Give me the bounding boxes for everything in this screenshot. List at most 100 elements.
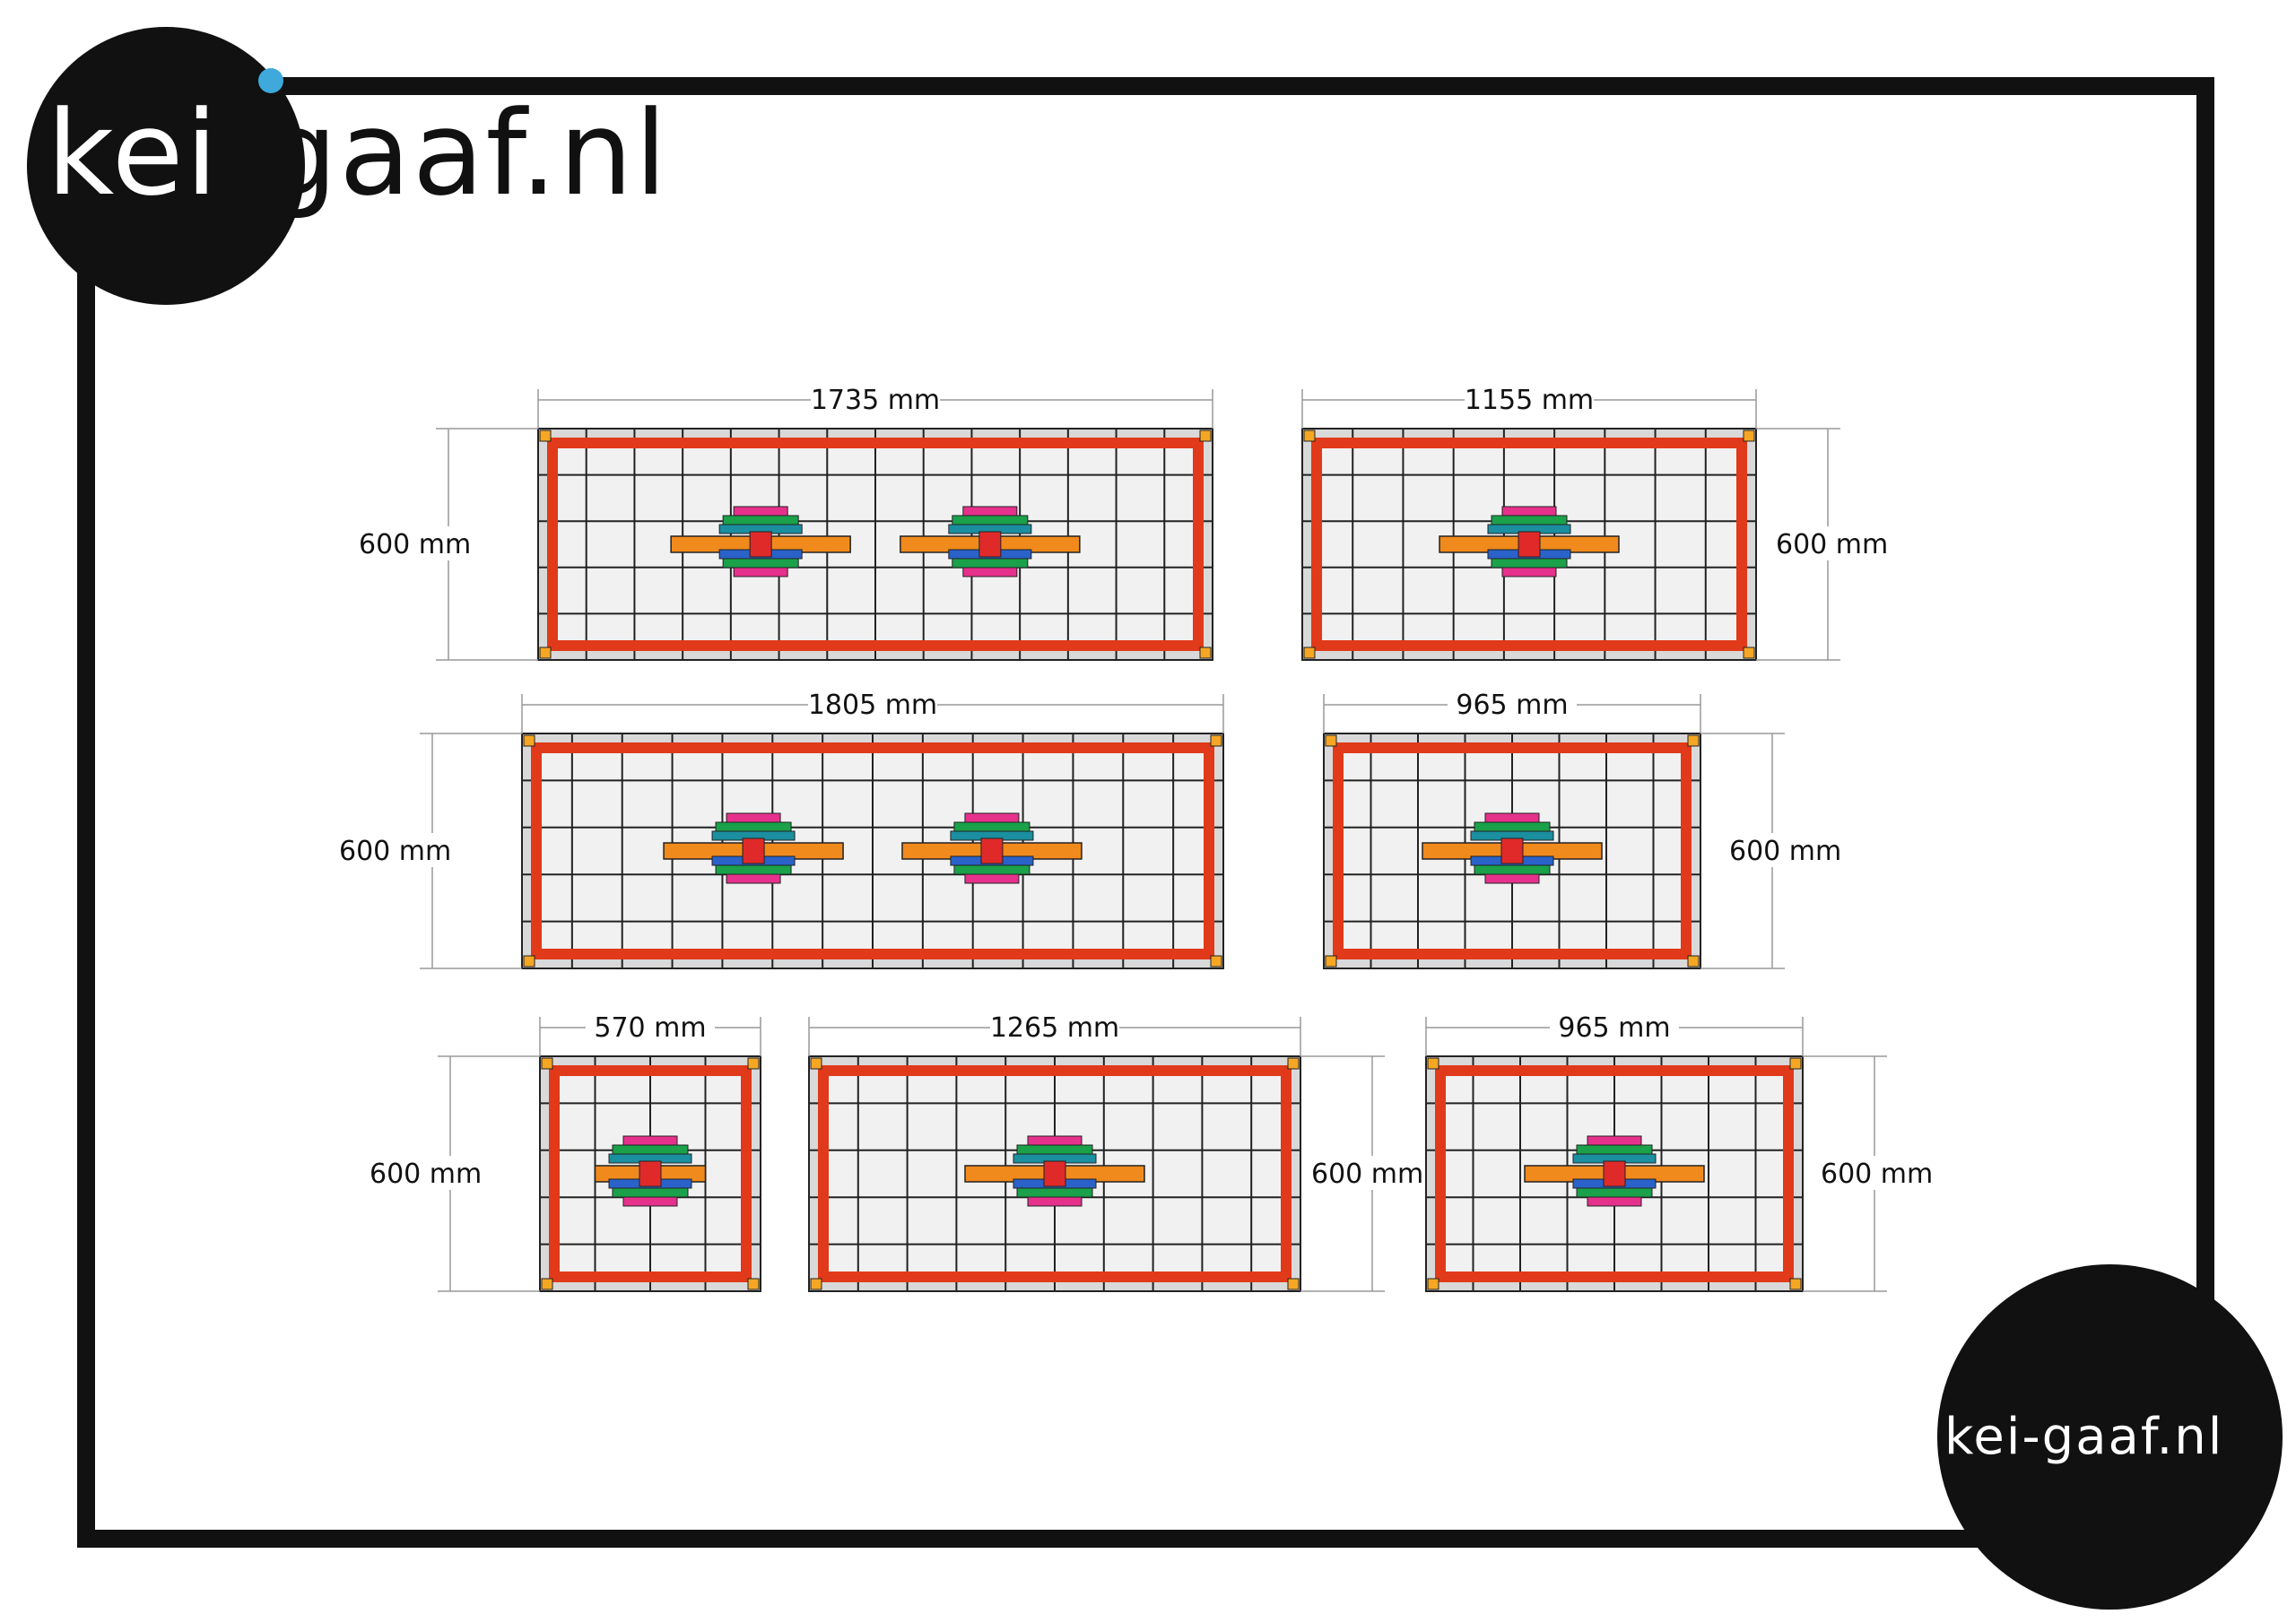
red-border xyxy=(547,438,1204,651)
corner-square xyxy=(1743,430,1755,442)
corner-square xyxy=(1287,1278,1300,1290)
glass-block xyxy=(1016,1187,1093,1198)
glass-block xyxy=(612,1187,689,1198)
center-block xyxy=(1043,1160,1066,1187)
label-bg xyxy=(1448,689,1577,721)
glass-block xyxy=(962,567,1018,577)
label-bg xyxy=(1813,1156,1935,1190)
center-block xyxy=(1500,838,1524,864)
corner-square xyxy=(1789,1057,1802,1070)
glass-block xyxy=(733,567,788,577)
red-border xyxy=(818,1065,1292,1282)
glass-block xyxy=(1484,873,1540,884)
red-border xyxy=(1435,1065,1794,1282)
width-label: 1805 mm xyxy=(808,690,937,721)
corner-square xyxy=(810,1278,822,1290)
label-bg xyxy=(362,1156,484,1190)
label-bg xyxy=(811,384,940,416)
corner-square xyxy=(1210,734,1222,747)
glass-block xyxy=(1491,515,1568,525)
corner-square xyxy=(1210,955,1222,968)
glass-block xyxy=(1027,1135,1083,1146)
height-label: 600 mm xyxy=(1821,1159,1933,1190)
height-label: 600 mm xyxy=(1776,529,1888,560)
height-label: 600 mm xyxy=(359,529,471,560)
label-bg xyxy=(332,833,454,867)
corner-square xyxy=(747,1278,760,1290)
glass-block xyxy=(1587,1196,1642,1207)
corner-square xyxy=(1687,955,1700,968)
height-label: 600 mm xyxy=(339,836,451,867)
logo-wordmark-top: kei-gaaf.nl xyxy=(47,85,669,221)
label-bg xyxy=(1550,1011,1679,1044)
corner-square xyxy=(1427,1057,1439,1070)
glass-block xyxy=(1491,558,1568,568)
label-bg xyxy=(586,1011,715,1044)
height-label: 600 mm xyxy=(370,1159,482,1190)
label-bg xyxy=(1465,384,1594,416)
glass-block xyxy=(1474,864,1551,875)
label-bg xyxy=(352,526,474,560)
height-label: 600 mm xyxy=(1729,836,1841,867)
center-block xyxy=(1518,531,1541,558)
window-panel: 965 mm 600 mm xyxy=(1323,689,1844,969)
glass-block xyxy=(622,1135,678,1146)
window-panel: 1805 mm 600 mm xyxy=(332,689,1224,969)
corner-square xyxy=(1303,430,1316,442)
width-label: 1735 mm xyxy=(811,385,940,416)
corner-square xyxy=(1789,1278,1802,1290)
glass-block xyxy=(964,812,1020,823)
corner-square xyxy=(1303,647,1316,659)
corner-square xyxy=(539,430,552,442)
corner-square xyxy=(1325,955,1337,968)
glass-block xyxy=(1016,1144,1093,1155)
glass-block xyxy=(952,515,1029,525)
corner-square xyxy=(1743,647,1755,659)
width-label: 965 mm xyxy=(1456,690,1568,721)
label-bg xyxy=(1769,526,1891,560)
red-border xyxy=(1311,438,1747,651)
corner-square xyxy=(523,955,535,968)
label-bg xyxy=(990,1011,1119,1044)
corner-square xyxy=(1687,734,1700,747)
glass-block xyxy=(962,506,1018,516)
center-block xyxy=(749,531,772,558)
glass-block xyxy=(1501,506,1557,516)
center-block xyxy=(639,1160,662,1187)
glass-block xyxy=(964,873,1020,884)
glass-block xyxy=(953,821,1031,832)
glass-block xyxy=(1501,567,1557,577)
label-bg xyxy=(1304,1156,1426,1190)
label-bg xyxy=(1722,833,1844,867)
corner-square xyxy=(523,734,535,747)
glass-block xyxy=(726,812,781,823)
label-bg xyxy=(808,689,937,721)
logo-dot-icon xyxy=(258,68,283,93)
corner-square xyxy=(1199,647,1212,659)
glass-block xyxy=(726,873,781,884)
red-border xyxy=(1333,742,1692,959)
logo-wordmark-bottom: kei-gaaf.nl xyxy=(1944,1408,2224,1466)
glass-block xyxy=(715,864,792,875)
glass-block xyxy=(1576,1144,1653,1155)
corner-square xyxy=(541,1278,553,1290)
glass-block xyxy=(733,506,788,516)
corner-square xyxy=(1287,1057,1300,1070)
logo-circle-top-left xyxy=(27,27,305,305)
center-block xyxy=(1603,1160,1626,1187)
glass-block xyxy=(952,558,1029,568)
red-border xyxy=(531,742,1214,959)
corner-square xyxy=(1427,1278,1439,1290)
height-label: 600 mm xyxy=(1311,1159,1423,1190)
glass-block xyxy=(1027,1196,1083,1207)
glass-block xyxy=(612,1144,689,1155)
center-block xyxy=(980,838,1004,864)
glass-block xyxy=(1587,1135,1642,1146)
glass-block xyxy=(622,1196,678,1207)
center-block xyxy=(742,838,765,864)
